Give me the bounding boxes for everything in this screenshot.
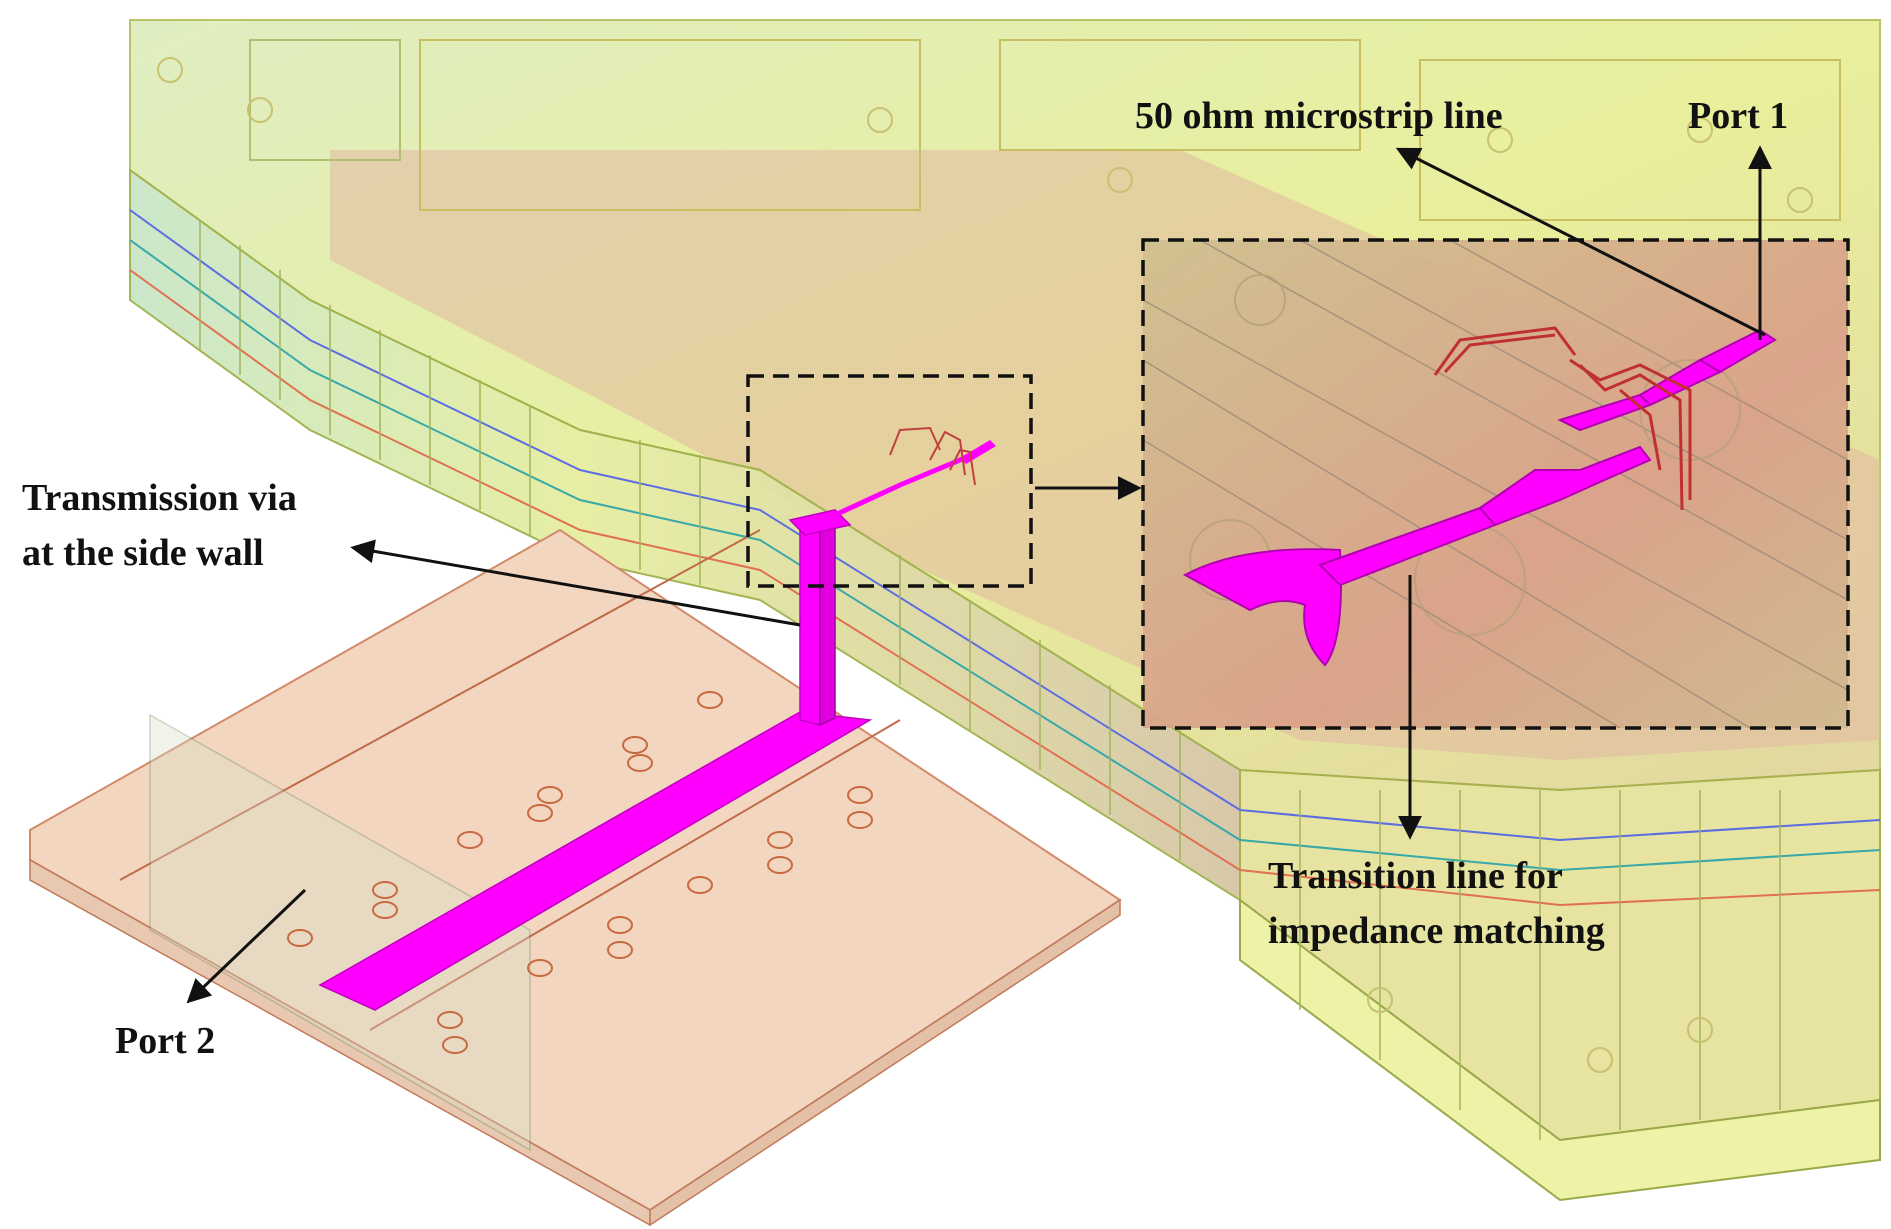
callout-box-large: [1141, 238, 1850, 730]
label-via-line2: at the side wall: [22, 532, 264, 574]
transition-trace: [1182, 328, 1777, 667]
label-transition-line1: Transition line for: [1268, 855, 1563, 897]
arrow-icon: [1395, 147, 1766, 337]
label-transition-line2: impedance matching: [1268, 910, 1605, 952]
label-port2: Port 2: [115, 1020, 215, 1062]
arrow-icon: [186, 888, 307, 1004]
label-microstrip: 50 ohm microstrip line: [1135, 95, 1503, 137]
callout-box-small: [746, 374, 1033, 588]
label-port1: Port 1: [1688, 95, 1788, 137]
label-via-line1: Transmission via: [22, 477, 297, 519]
zoom-inset: [1142, 239, 1849, 729]
arrow-icon: [350, 539, 801, 627]
microstrip-trace: [318, 426, 996, 1011]
